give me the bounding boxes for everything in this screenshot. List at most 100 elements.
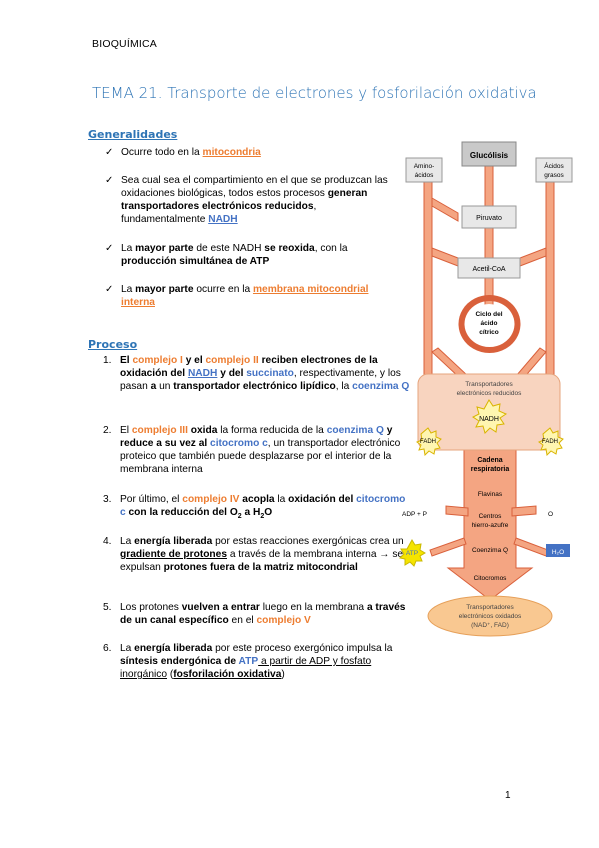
text-segment: mitocondria	[202, 147, 261, 158]
text-segment: complejo I	[132, 355, 183, 366]
flow-arrow	[429, 537, 467, 557]
item-number: 4.	[103, 536, 112, 547]
text-segment: , respectivamente, y los pasan	[120, 368, 401, 392]
respiratory-chain-arrow	[446, 447, 534, 601]
text-segment: , la	[335, 381, 353, 392]
acetil-coa-box	[457, 257, 521, 279]
ciclo-label: Ciclo del	[475, 311, 502, 318]
flow-arrow	[445, 505, 469, 517]
h2o-label: H₂O	[552, 549, 564, 556]
flavinas-label: Flavinas	[478, 491, 503, 498]
text-segment: citocromo c	[210, 438, 268, 449]
text-segment: , con la	[314, 243, 348, 254]
text-segment: acopla	[239, 494, 275, 505]
ciclo-label: ácido	[481, 320, 498, 327]
text-segment: El	[120, 425, 132, 436]
fadh2-label: FADH	[420, 439, 436, 445]
text-segment: a H	[241, 507, 261, 518]
ciclo-label: cítrico	[479, 329, 499, 336]
text-segment: y del	[217, 368, 247, 379]
text-segment: complejo II	[205, 355, 259, 366]
text-segment: NADH	[208, 214, 238, 225]
text-segment: citocromo c	[120, 494, 406, 518]
text-segment: La	[121, 243, 136, 254]
text-segment: ocurre en la	[193, 284, 253, 295]
cadena-label: Cadena	[477, 457, 502, 464]
aminoacidos-label: ácidos	[415, 172, 435, 179]
text-segment: vuelven a entrar	[181, 602, 260, 613]
text-segment: complejo V	[256, 615, 311, 626]
text-segment: mayor parte	[135, 284, 194, 295]
item-text: El complejo I y el complejo II reciben e…	[120, 354, 412, 393]
document-header: BIOQUÍMICA	[92, 38, 158, 50]
glucolisis-label: Glucólisis	[470, 151, 509, 160]
nadh-label: NADH	[479, 416, 499, 423]
text-segment: 2	[260, 513, 265, 521]
atp-label: ATP	[406, 550, 418, 557]
text-segment: El	[120, 355, 133, 366]
text-segment: a	[150, 381, 157, 392]
flow-arrow	[484, 165, 494, 207]
piruvato-label: Piruvato	[476, 215, 502, 222]
text-segment: La	[120, 643, 135, 654]
text-segment: La	[120, 536, 135, 547]
item-text: La energía liberada por estas reacciones…	[120, 535, 412, 574]
text-segment: , fundamentalmente	[121, 201, 317, 225]
text-segment: a través de un canal específico	[120, 602, 406, 626]
ciclo-circle	[469, 304, 509, 344]
bullet-text: Ocurre todo en la mitocondria	[121, 146, 396, 159]
item-number: 5.	[103, 602, 112, 613]
text-segment: Por último, el	[120, 494, 183, 505]
text-segment: con la reducción del O	[125, 507, 238, 518]
text-segment: y reduce a su vez al	[120, 425, 393, 449]
text-segment: complejo III	[131, 425, 188, 436]
text-segment: se reoxida	[264, 243, 315, 254]
flow-arrow	[519, 247, 547, 267]
flow-arrow	[513, 537, 549, 557]
fadh2-right-starburst	[537, 427, 564, 457]
text-segment: ATP	[238, 656, 259, 667]
oxidized-carriers-label: (NAD⁺, FAD)	[471, 622, 509, 629]
cycle-ring	[458, 295, 521, 353]
text-segment: coenzima Q	[326, 425, 384, 436]
citocromos-label: Citocromos	[474, 575, 508, 582]
piruvato-box	[461, 205, 517, 229]
check-icon: ✓	[105, 175, 114, 186]
text-segment: generan transportadores electrónicos red…	[121, 188, 368, 212]
page-title: TEMA 21. Transporte de electrones y fosf…	[92, 84, 537, 102]
acidos-grasos-box	[535, 157, 573, 183]
o2-label: O	[548, 511, 553, 518]
text-segment: en el	[228, 615, 257, 626]
respiratory-chain-diagram: Glucólisis Amino- ácidos Ácidos grasos P…	[398, 138, 586, 638]
text-segment: energía liberada	[134, 536, 213, 547]
text-segment: de este NADH	[193, 243, 265, 254]
bullet-text: La mayor parte ocurre en la membrana mit…	[121, 283, 396, 309]
text-segment: succinato	[246, 368, 294, 379]
flow-arrow	[484, 277, 494, 307]
text-segment: por este proceso exergónico impulsa la	[212, 643, 393, 654]
reduced-carriers-label: electrónicos reducidos	[457, 390, 522, 397]
text-segment: 2	[237, 513, 242, 521]
text-segment: (	[167, 669, 174, 680]
text-segment: y el	[182, 355, 206, 366]
item-text: El complejo III oxida la forma reducida …	[120, 424, 412, 476]
text-segment: la forma reducida de la	[217, 425, 327, 436]
flow-arrow	[431, 247, 459, 267]
aminoacidos-box	[405, 157, 443, 183]
fadh2-label: FADH	[542, 439, 558, 445]
text-segment: a partir de ADP y fosfato inorgánico	[120, 656, 372, 680]
text-segment: por estas reacciones exergónicas crea un	[212, 536, 404, 547]
h2o-box	[546, 544, 570, 557]
bullet-text: Sea cual sea el compartimiento en el que…	[121, 174, 396, 226]
text-segment: un	[156, 381, 174, 392]
text-segment: oxidación del	[288, 494, 357, 505]
text-segment: O	[264, 507, 273, 518]
acidos-grasos-label: Ácidos	[544, 161, 564, 170]
oxidized-carriers-label: Transportadores	[466, 604, 514, 611]
check-icon: ✓	[105, 147, 114, 158]
fadh2-left-starburst	[415, 427, 442, 457]
text-segment: oxida	[187, 425, 218, 436]
flow-arrow	[431, 197, 459, 222]
glucolisis-box	[461, 141, 517, 167]
centros-label: Centros	[479, 513, 503, 520]
